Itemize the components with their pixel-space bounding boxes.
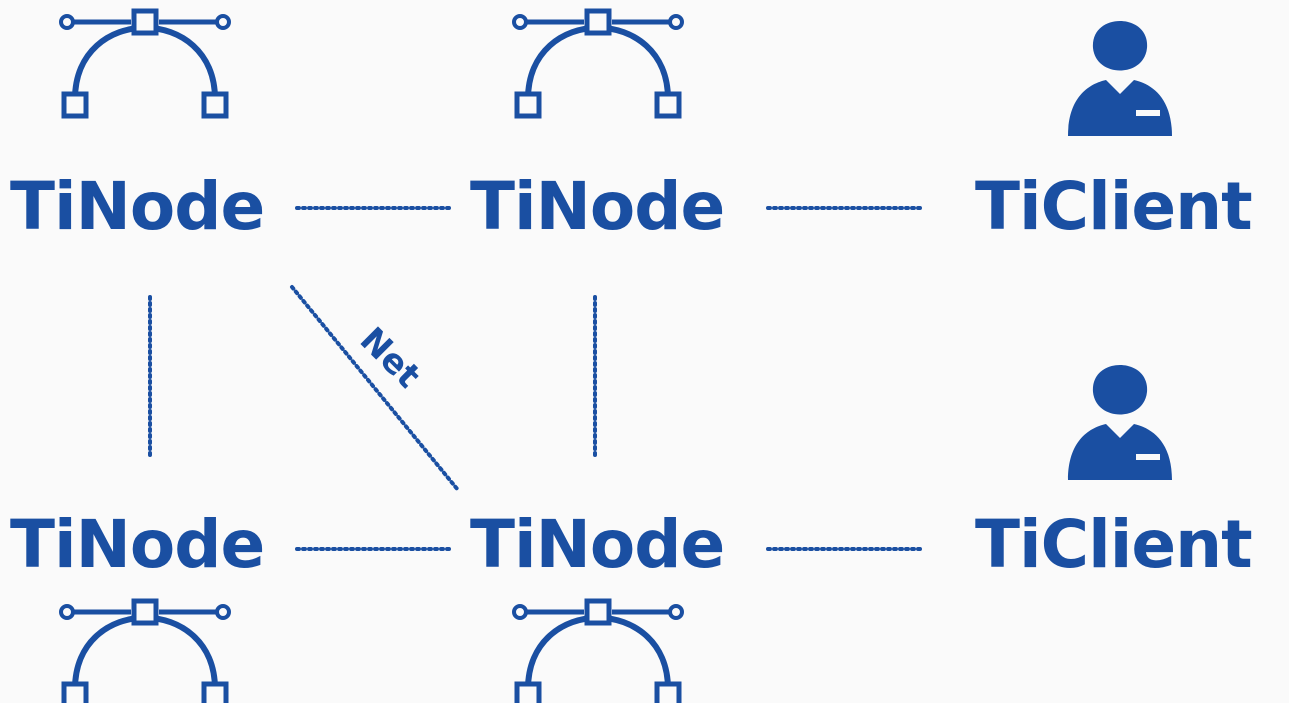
node-label-top-left: TiNode bbox=[10, 168, 265, 245]
edge-top-left-to-bottom-middle bbox=[290, 285, 460, 492]
bezier-curve-icon bbox=[61, 601, 229, 703]
node-label-bottom-right: TiClient bbox=[975, 506, 1253, 583]
bezier-curve-icon bbox=[514, 11, 682, 116]
node-label-bottom-middle: TiNode bbox=[470, 506, 725, 583]
user-icon bbox=[1068, 365, 1172, 480]
user-icon bbox=[1068, 21, 1172, 136]
node-label-bottom-left: TiNode bbox=[10, 506, 265, 583]
node-label-top-right: TiClient bbox=[975, 168, 1253, 245]
node-label-top-middle: TiNode bbox=[470, 168, 725, 245]
bezier-curve-icon bbox=[61, 11, 229, 116]
bezier-curve-icon bbox=[514, 601, 682, 703]
